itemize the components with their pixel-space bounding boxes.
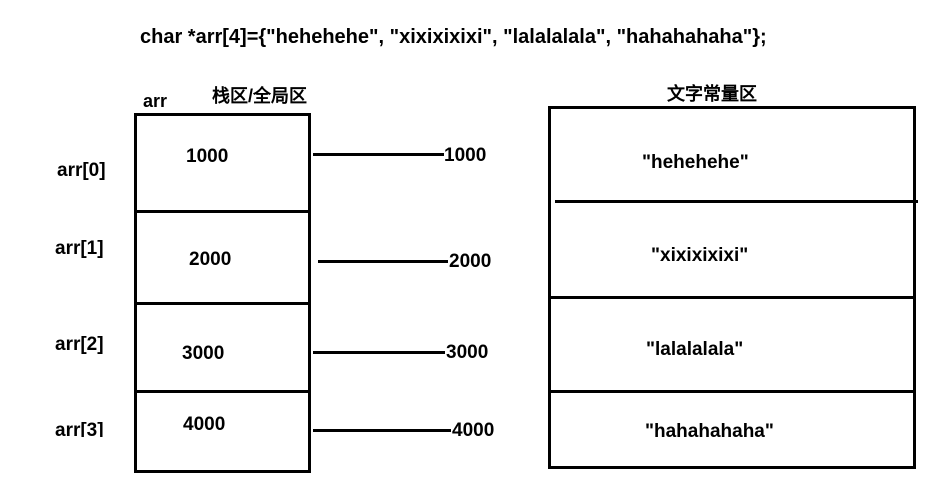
cell-value-0: 1000 bbox=[186, 146, 229, 167]
code-declaration: char *arr[4]={"hehehehe", "xixixixixi", … bbox=[140, 26, 767, 48]
cell-value-1: 2000 bbox=[189, 249, 232, 270]
literal-cell-divider bbox=[548, 296, 916, 299]
literal-cell-divider bbox=[548, 390, 916, 393]
target-address-2: 3000 bbox=[446, 342, 489, 363]
index-label-arr1: arr[1] bbox=[55, 238, 104, 259]
pointer-line-0 bbox=[313, 153, 444, 156]
cell-value-2: 3000 bbox=[182, 343, 225, 364]
cell-value-3: 4000 bbox=[183, 414, 226, 435]
stack-cell-divider bbox=[134, 390, 311, 393]
literal-string-1: "xixixixixi" bbox=[651, 245, 749, 266]
index-label-arr2: arr[2] bbox=[55, 334, 104, 355]
array-name-label: arr bbox=[143, 91, 168, 111]
pointer-line-3 bbox=[313, 429, 451, 432]
target-address-3: 4000 bbox=[452, 420, 495, 441]
stack-array-box bbox=[134, 113, 311, 473]
target-address-0: 1000 bbox=[444, 145, 487, 166]
pointer-line-2 bbox=[313, 351, 445, 354]
target-address-1: 2000 bbox=[449, 251, 492, 272]
literal-string-2: "lalalalala" bbox=[646, 339, 744, 360]
stack-cell-divider bbox=[134, 210, 311, 213]
stack-cell-divider bbox=[134, 302, 311, 305]
literal-region-box bbox=[548, 106, 916, 469]
pointer-line-1 bbox=[318, 260, 448, 263]
stack-region-title: 栈区/全局区 bbox=[212, 86, 308, 106]
literal-string-3: "hahahahaha" bbox=[645, 421, 774, 442]
literal-cell-divider bbox=[555, 200, 918, 203]
index-label-arr0: arr[0] bbox=[57, 160, 106, 181]
literal-string-0: "hehehehe" bbox=[642, 152, 749, 173]
literal-region-title: 文字常量区 bbox=[667, 84, 757, 104]
index-label-arr3: arr[3] bbox=[55, 420, 104, 437]
